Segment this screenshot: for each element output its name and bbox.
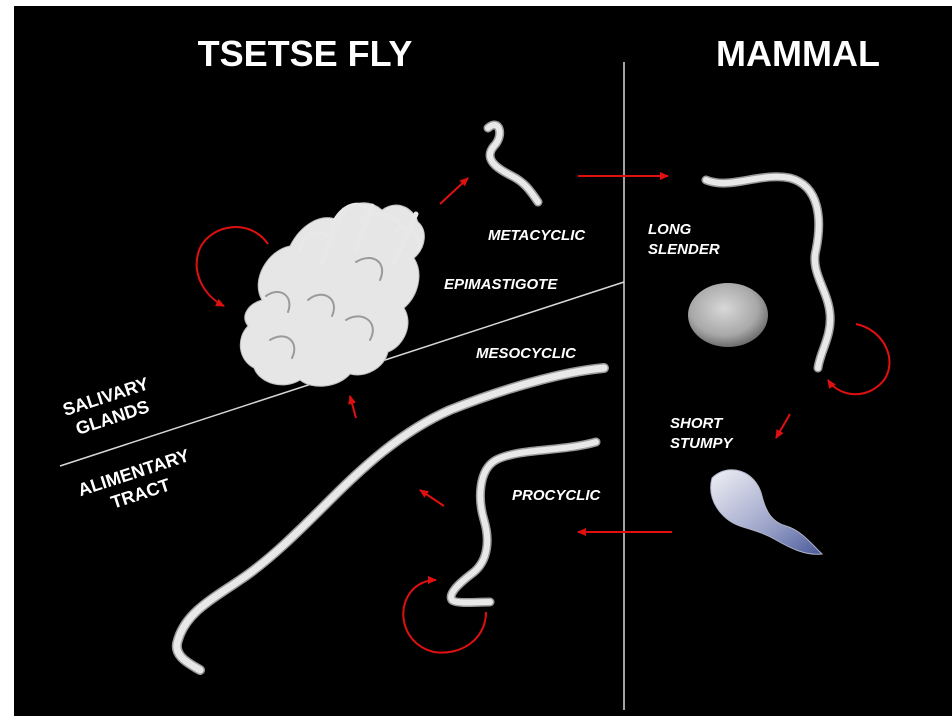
red-blood-cell (688, 283, 768, 347)
short-stumpy-label-line2: STUMPY (670, 435, 735, 452)
mammal-header: MAMMAL (716, 33, 880, 74)
long-slender-label-line2: SLENDER (648, 241, 720, 258)
short-stumpy-label-line1: SHORT (670, 415, 724, 432)
epimastigote-label: EPIMASTIGOTE (444, 276, 558, 293)
long-slender-label-line1: LONG (648, 221, 692, 238)
mesocyclic-label: MESOCYCLIC (476, 345, 577, 362)
procyclic-label: PROCYCLIC (512, 487, 602, 504)
metacyclic-label: METACYCLIC (488, 227, 586, 244)
tsetse-fly-header: TSETSE FLY (198, 33, 413, 74)
